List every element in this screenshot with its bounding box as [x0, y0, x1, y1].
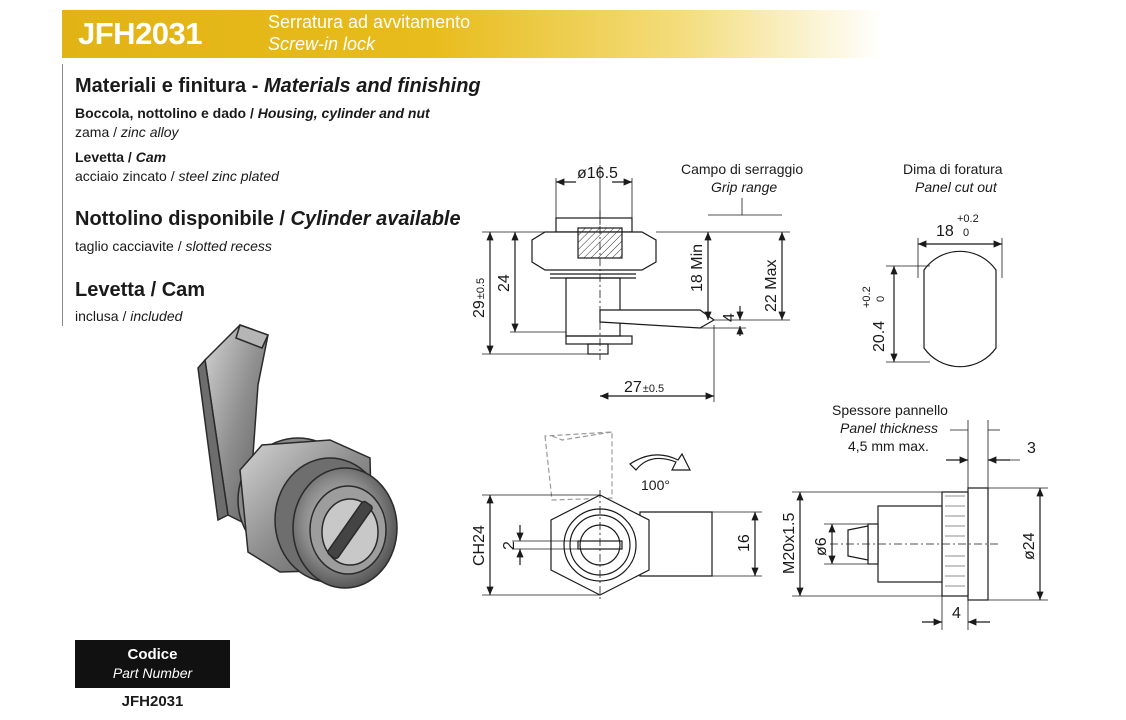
side-screw: [587, 343, 609, 355]
panel-label-max: 4,5 mm max.: [848, 438, 929, 454]
dim-dia-large: ø24: [1021, 532, 1038, 560]
dim-cutout-width: 18: [936, 223, 954, 240]
cylinder-heading: Nottolino disponibile / Cylinder availab…: [75, 208, 461, 230]
dim-cutout-height-tol-upper: +0.2: [861, 286, 873, 308]
cutout-drawing: [886, 238, 1003, 368]
cutout-shape: [923, 250, 997, 368]
part-number-label: Codice: [127, 646, 178, 663]
dim-dia-small: ø6: [813, 537, 830, 556]
front-cam: [639, 511, 713, 577]
side-cam: [599, 309, 716, 329]
side-body: [565, 277, 621, 337]
rotation-label: 100°: [641, 477, 670, 493]
cam-heading: Levetta / Cam: [75, 279, 206, 301]
header-bar: [62, 10, 882, 58]
cam-label: Levetta / Cam: [75, 149, 167, 165]
title-english: Screw-in lock: [268, 34, 376, 54]
dim-hex: CH24: [471, 525, 488, 566]
dim-cam-length: 27±0.5: [624, 379, 664, 396]
dim-cutout-height-tol-lower: 0: [875, 296, 887, 302]
left-divider: [62, 64, 63, 326]
panel-label-it: Spessore pannello: [832, 402, 948, 418]
dim-slot: 2: [501, 541, 518, 550]
front-cam-rotated-ghost: [544, 431, 613, 501]
part-number-box: Codice Part Number: [75, 640, 230, 688]
panel-view-drawing: [792, 420, 1048, 630]
grip-label-it: Campo di serraggio: [681, 161, 803, 177]
dim-cutout-width-tol-upper: +0.2: [957, 213, 979, 225]
cutout-label-en: Panel cut out: [915, 179, 998, 195]
product-code: JFH2031: [78, 16, 203, 51]
dim-height-body: 24: [496, 274, 513, 292]
part-number-value: JFH2031: [121, 693, 184, 710]
rotation-arrow-icon: [629, 452, 691, 471]
dim-thread: M20x1.5: [781, 513, 798, 574]
grip-label-en: Grip range: [711, 179, 777, 195]
dim-height-total: 29±0.5: [471, 278, 488, 318]
cam-value: acciaio zincato / steel zinc plated: [75, 168, 279, 184]
cutout-label-it: Dima di foratura: [903, 161, 1003, 177]
panel-cam: [847, 525, 869, 561]
dim-cutout-width-tol-lower: 0: [963, 227, 969, 239]
dim-cutout-height: 20.4: [871, 321, 888, 352]
front-view-drawing: [482, 431, 762, 600]
dim-grip-max: 22 Max: [763, 260, 780, 312]
cylinder-value: taglio cacciavite / slotted recess: [75, 238, 272, 254]
dim-nut: 4: [952, 605, 961, 622]
dim-dia-top: ø16.5: [577, 165, 618, 182]
lock-illustration: [197, 324, 398, 589]
dim-cam-thickness: 4: [721, 313, 738, 322]
side-nut: [565, 335, 633, 345]
materials-heading: Materiali e finitura - Materials and fin…: [75, 75, 481, 97]
dim-grip-min: 18 Min: [689, 244, 706, 292]
panel-label-en: Panel thickness: [840, 420, 938, 436]
cam-included: inclusa / included: [75, 308, 183, 324]
side-view-drawing: [482, 165, 790, 402]
title-italian: Serratura ad avvitamento: [268, 12, 471, 32]
dim-cam-width: 16: [736, 534, 753, 552]
part-number-sublabel: Part Number: [112, 665, 193, 681]
housing-value: zama / zinc alloy: [75, 124, 179, 140]
dim-flange: 3: [1027, 440, 1036, 457]
housing-label: Boccola, nottolino e dado / Housing, cyl…: [75, 105, 430, 121]
